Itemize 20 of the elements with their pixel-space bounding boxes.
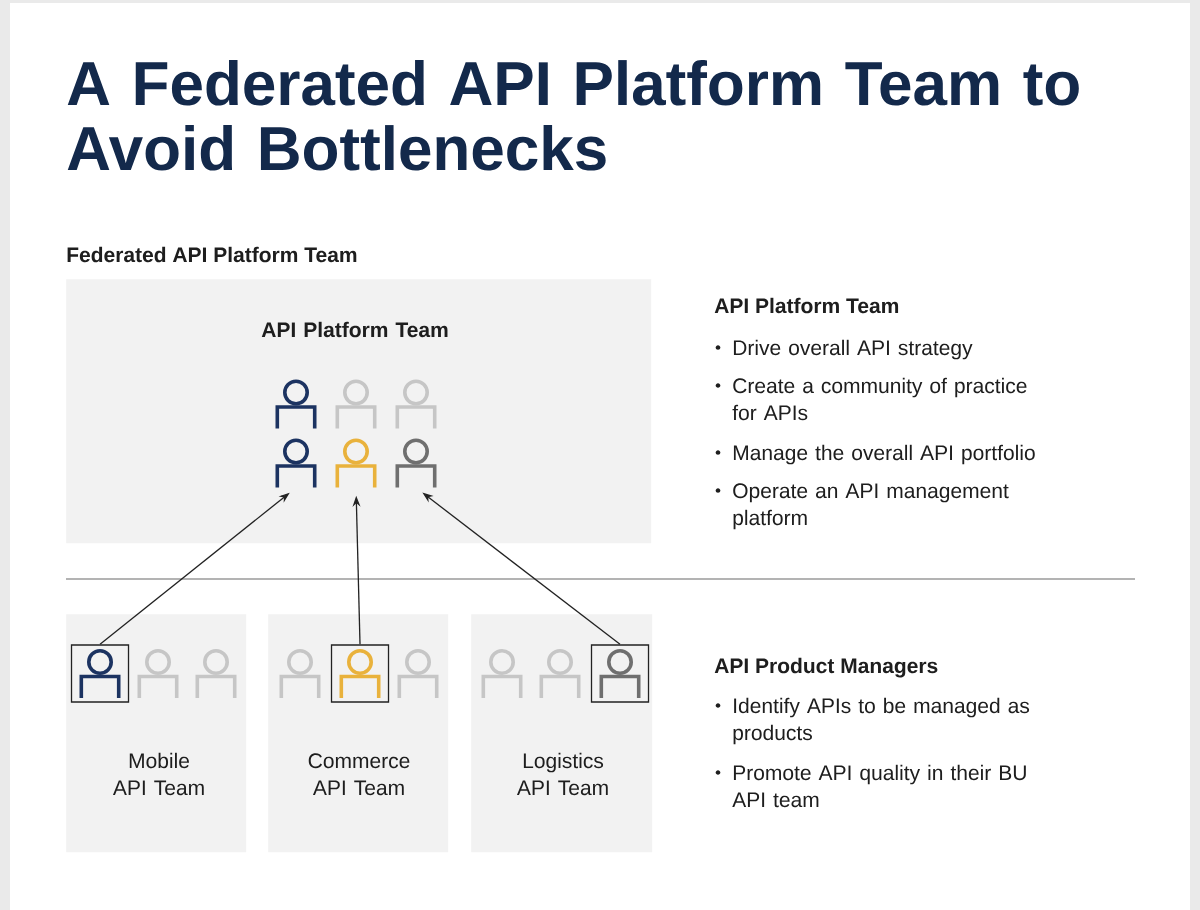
person-icon [335,438,377,488]
team-box: Mobile API Team [66,614,247,853]
list-item: Create a community of practice for APIs [732,377,1027,421]
person-icon [395,438,437,488]
framed-person-icon [590,644,650,703]
person-icon [275,438,317,488]
heading: API Product Managers [714,657,938,678]
section-heading: Federated API Platform Team [67,246,357,263]
list-item: Promote API quality in their BU API team [732,764,1026,808]
list-item: Drive overall API strategy [733,339,973,360]
team-box: Commerce API Team [268,614,449,853]
heading: API Platform Team [714,297,899,314]
team-box: Logistics API Team [471,614,653,853]
framed-person-icon [330,644,390,703]
list-item: Manage the overall API portfolio [733,444,1035,465]
list-item: Identify APIs to be managed as products [733,697,1030,745]
framed-person-icon [70,644,130,703]
list-item: Operate an API management platform [733,483,1009,530]
title: A Federated API Platform Team to Avoid Bottlenecks [67,60,1079,171]
team-box: API Platform Team [66,279,652,544]
